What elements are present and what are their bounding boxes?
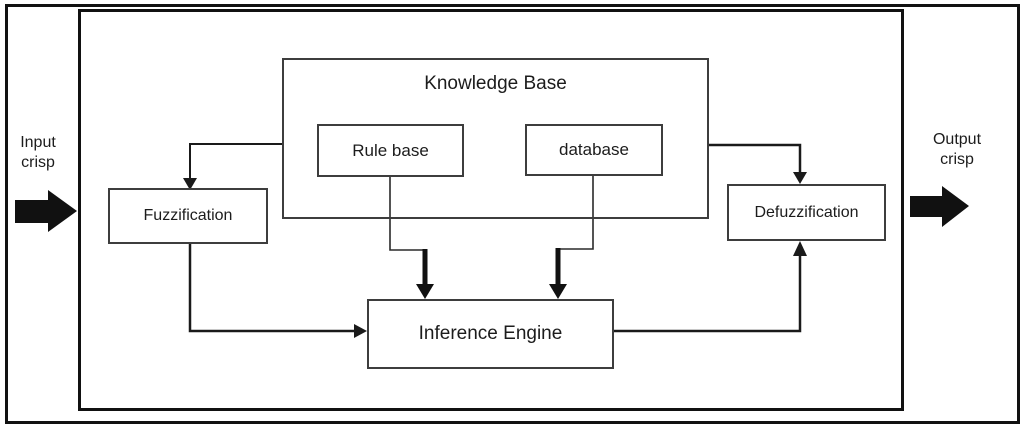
fuzzification-label: Fuzzification — [143, 207, 233, 224]
output-crisp-label-line2: crisp — [940, 151, 974, 168]
rule-base-label: Rule base — [352, 140, 429, 160]
output-crisp-label: Output crisp — [916, 130, 998, 170]
input-crisp-label-line2: crisp — [21, 154, 55, 171]
database-box: database — [525, 124, 663, 176]
input-crisp-label-line1: Input — [20, 134, 56, 151]
rule-base-box: Rule base — [317, 124, 464, 177]
fuzzification-box: Fuzzification — [108, 188, 268, 244]
input-crisp-label: Input crisp — [6, 133, 70, 173]
inference-engine-box: Inference Engine — [367, 299, 614, 369]
outer-border-frame — [5, 4, 1020, 424]
database-label: database — [559, 140, 629, 159]
defuzzification-box: Defuzzification — [727, 184, 886, 241]
output-crisp-label-line1: Output — [932, 131, 982, 148]
inference-engine-label: Inference Engine — [418, 323, 563, 344]
knowledge-base-box: Knowledge Base — [282, 58, 709, 219]
defuzzification-label: Defuzzification — [754, 203, 859, 221]
system-boundary-frame — [78, 9, 904, 411]
knowledge-base-label: Knowledge Base — [424, 73, 567, 94]
